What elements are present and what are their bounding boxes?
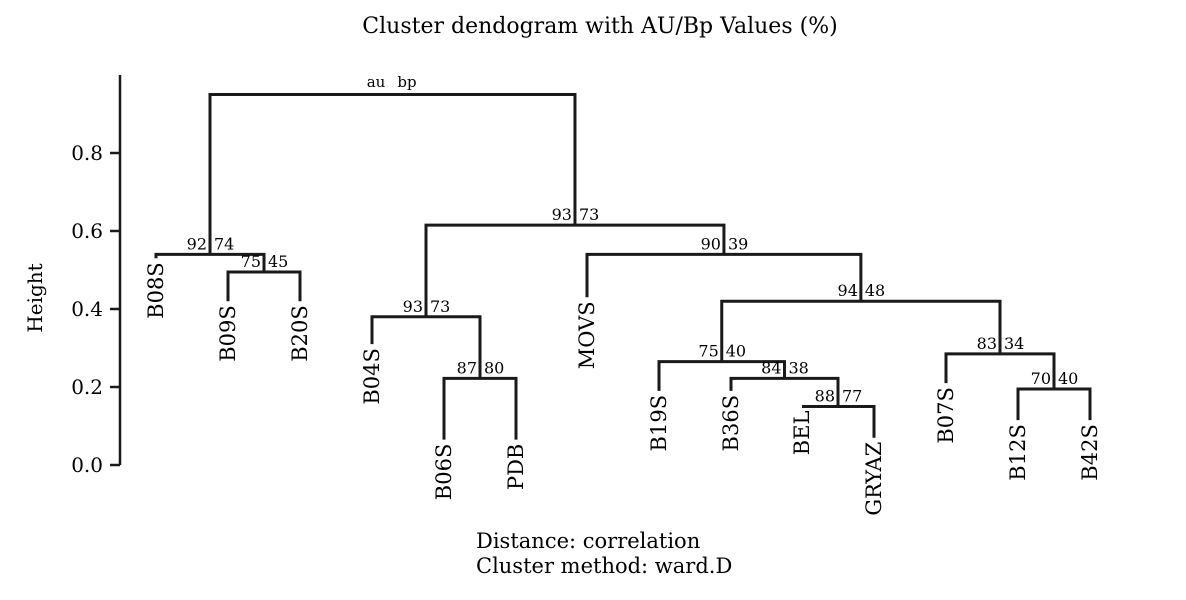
leaf-label: MOVS bbox=[575, 301, 599, 369]
au-value: 70 bbox=[1031, 369, 1051, 388]
leaf-label: GRYAZ bbox=[862, 442, 886, 516]
bp-column-label: bp bbox=[397, 73, 416, 91]
y-tick-label: 0.2 bbox=[71, 375, 103, 399]
branch-n1 bbox=[226, 270, 302, 302]
dendrogram-branches bbox=[154, 93, 1092, 440]
au-value: 94 bbox=[838, 281, 858, 300]
y-tick-label: 0.6 bbox=[71, 219, 103, 243]
bp-value: 38 bbox=[789, 358, 809, 377]
leaf-label: B09S bbox=[216, 305, 240, 362]
au-value: 92 bbox=[187, 234, 207, 253]
au-value: 75 bbox=[698, 342, 718, 361]
bp-value: 40 bbox=[1058, 369, 1078, 388]
y-axis-label: Height bbox=[23, 263, 47, 332]
branch-n3 bbox=[442, 376, 518, 440]
y-axis: 0.0 0.2 0.4 0.6 0.8 bbox=[71, 75, 122, 477]
bp-value: 39 bbox=[728, 234, 748, 253]
au-value: 93 bbox=[403, 297, 423, 316]
method-caption: Cluster method: ward.D bbox=[476, 554, 732, 578]
bp-value: 77 bbox=[842, 387, 862, 406]
leaf-label: B06S bbox=[432, 444, 456, 501]
au-value: 88 bbox=[815, 387, 835, 406]
leaf-label: B08S bbox=[144, 262, 168, 319]
bp-value: 40 bbox=[726, 342, 746, 361]
bp-value: 80 bbox=[484, 358, 504, 377]
au-value: 84 bbox=[761, 358, 781, 377]
y-tick-label: 0.4 bbox=[71, 297, 103, 321]
au-value: 93 bbox=[552, 205, 572, 224]
branch-n5 bbox=[802, 405, 876, 438]
branch-n8 bbox=[1016, 387, 1092, 421]
bp-value: 73 bbox=[579, 205, 599, 224]
bp-value: 73 bbox=[430, 297, 450, 316]
branch-n11 bbox=[585, 252, 863, 302]
branch-n13 bbox=[208, 93, 577, 255]
bp-value: 34 bbox=[1004, 334, 1024, 353]
leaf-label: B20S bbox=[288, 305, 312, 362]
leaf-label: B12S bbox=[1006, 424, 1030, 481]
leaf-label: B19S bbox=[647, 395, 671, 452]
au-value: 75 bbox=[241, 252, 261, 271]
au-value: 87 bbox=[457, 358, 477, 377]
distance-caption: Distance: correlation bbox=[476, 529, 700, 553]
leaf-label: PDB bbox=[504, 444, 528, 490]
bp-value: 48 bbox=[865, 281, 885, 300]
y-tick-label: 0.0 bbox=[71, 453, 103, 477]
au-value: 83 bbox=[977, 334, 997, 353]
leaf-label: B04S bbox=[360, 348, 384, 405]
leaf-label: BEL bbox=[790, 410, 814, 455]
leaf-label: B36S bbox=[719, 395, 743, 452]
leaf-label: B42S bbox=[1078, 424, 1102, 481]
au-value: 90 bbox=[701, 234, 721, 253]
y-tick-label: 0.8 bbox=[71, 141, 103, 165]
leaf-label: B07S bbox=[934, 387, 958, 444]
chart-title: Cluster dendogram with AU/Bp Values (%) bbox=[362, 14, 837, 39]
leaf-labels: B08S B09S B20S B04S B06S PDB MOVS B19S B36S BEL GR… bbox=[144, 262, 1102, 515]
bp-value: 74 bbox=[214, 234, 234, 253]
au-bp-labels: 75 45 92 74 87 80 93 73 88 77 84 38 75 40 70 40 83 34 94 48… bbox=[187, 205, 1079, 405]
bp-value: 45 bbox=[268, 252, 288, 271]
au-column-label: au bbox=[367, 73, 386, 91]
